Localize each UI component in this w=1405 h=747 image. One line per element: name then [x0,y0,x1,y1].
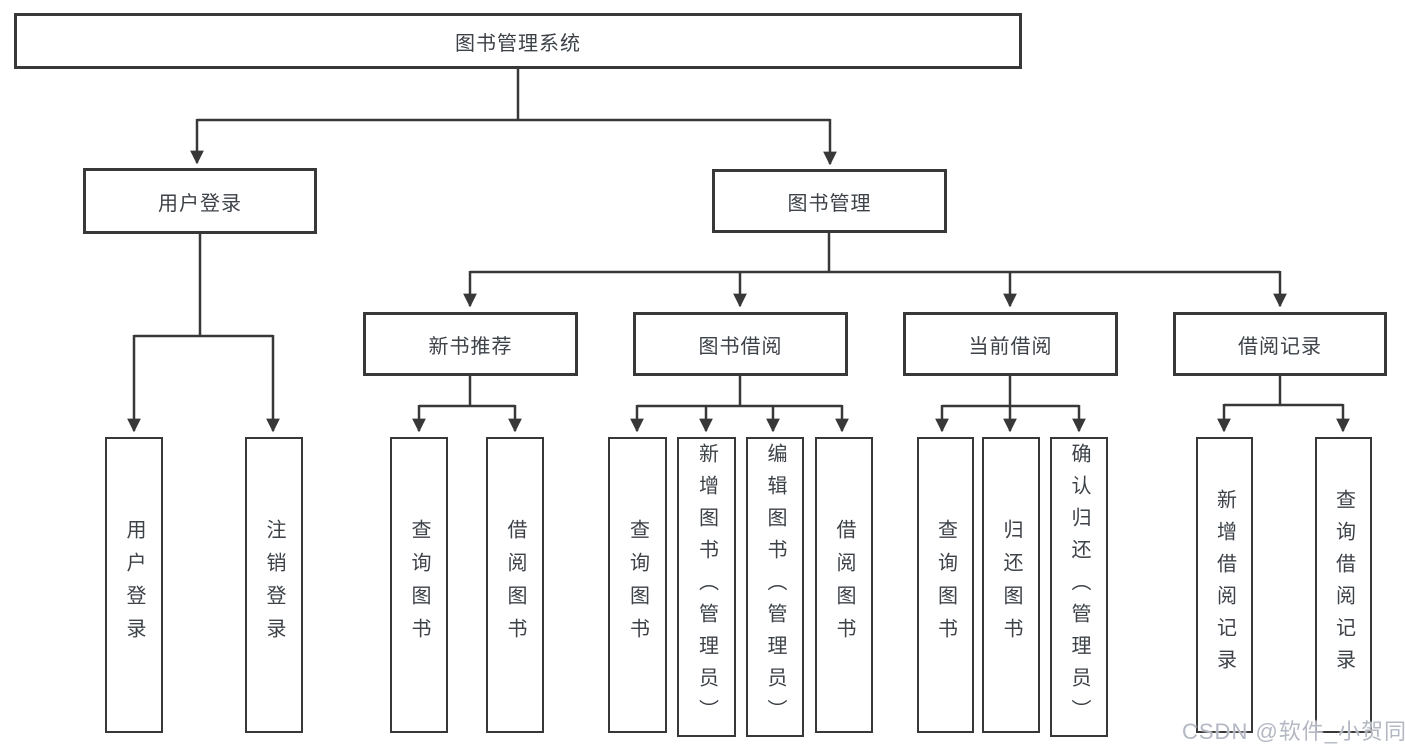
node-add-books-admin-label: 新增图书（管理员） [695,443,718,731]
node-borrow-books-recommend: 借阅图书 [486,437,544,733]
node-return-books-label: 归还图书 [1000,519,1022,651]
node-query-borrow-record-label: 查询借阅记录 [1332,489,1355,681]
node-book-borrowing: 图书借阅 [633,312,848,376]
node-edit-books-admin-label: 编辑图书（管理员） [764,443,786,731]
node-library-system-label: 图书管理系统 [455,32,581,55]
node-confirm-return-admin-label: 确认归还（管理员） [1068,443,1090,731]
node-current-borrowing-label: 当前借阅 [968,335,1053,358]
node-new-book-recommend-label: 新书推荐 [428,335,513,358]
node-book-borrowing-label: 图书借阅 [698,335,783,358]
node-confirm-return-admin: 确认归还（管理员） [1050,437,1108,737]
node-add-borrow-record-label: 新增借阅记录 [1213,489,1236,681]
node-book-management-label: 图书管理 [787,192,872,215]
node-new-book-recommend: 新书推荐 [363,312,578,376]
node-query-books-current-label: 查询图书 [934,519,957,651]
csdn-watermark: CSDN @软件_小贺同学 [1182,719,1405,744]
node-borrow-books-leaf-label: 借阅图书 [833,519,855,651]
node-query-books-recommend: 查询图书 [390,437,448,733]
node-borrow-books-leaf: 借阅图书 [815,437,873,733]
node-query-books-current: 查询图书 [917,437,974,733]
node-query-books-recommend-label: 查询图书 [408,519,430,651]
node-user-login-group-label: 用户登录 [158,192,242,215]
node-add-borrow-record: 新增借阅记录 [1196,437,1253,733]
node-user-login-leaf: 用户登录 [105,437,163,733]
node-add-books-admin: 新增图书（管理员） [677,437,736,737]
node-user-login-leaf-label: 用户登录 [123,519,145,651]
node-return-books: 归还图书 [982,437,1040,733]
node-borrowing-records: 借阅记录 [1173,312,1387,376]
node-library-system: 图书管理系统 [14,13,1022,69]
node-borrowing-records-label: 借阅记录 [1238,335,1322,358]
node-edit-books-admin: 编辑图书（管理员） [746,437,804,737]
node-current-borrowing: 当前借阅 [903,312,1118,376]
node-query-books-borrowing-label: 查询图书 [626,519,649,651]
node-logout-leaf-label: 注销登录 [263,519,285,651]
node-query-borrow-record: 查询借阅记录 [1315,437,1372,733]
node-borrow-books-recommend-label: 借阅图书 [504,519,526,651]
node-query-books-borrowing: 查询图书 [608,437,667,733]
node-user-login-group: 用户登录 [83,168,317,234]
node-logout-leaf: 注销登录 [245,437,303,733]
node-book-management: 图书管理 [712,169,947,233]
